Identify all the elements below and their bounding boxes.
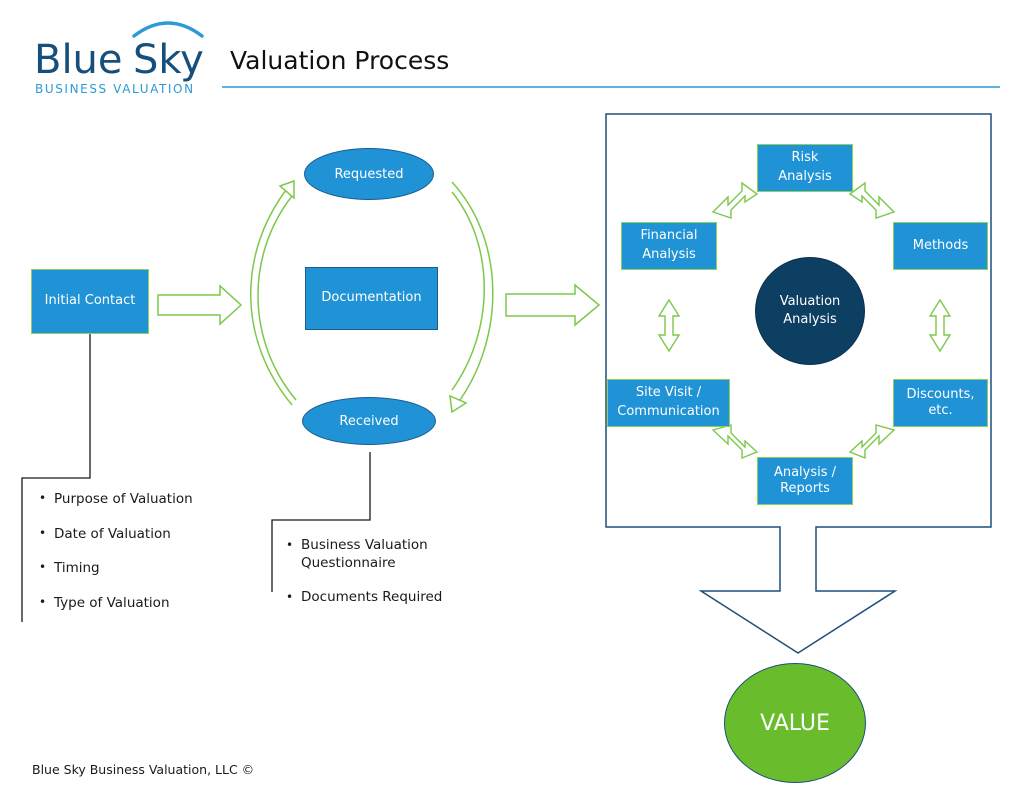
initial-contact-list: Purpose of Valuation Date of Valuation T… (39, 491, 254, 611)
curved-arrow-right-head (449, 394, 468, 414)
double-arrow-risk-methods (848, 181, 896, 219)
curved-arrow-left (250, 189, 293, 406)
received-ellipse: Received (302, 397, 436, 445)
initial-contact-label: Initial Contact (44, 293, 136, 309)
logo-word-sky: Sky (132, 37, 204, 83)
list-item: Type of Valuation (39, 595, 254, 611)
double-arrow-methods-discounts (928, 298, 952, 353)
methods-box: Methods (893, 222, 988, 270)
site-visit-box: Site Visit / Communication (607, 379, 730, 427)
bracket-initial-contact (21, 333, 91, 622)
double-arrow-financial-site (657, 298, 681, 353)
list-item: Business Valuation Questionnaire (286, 536, 501, 588)
logo-subtitle: BUSINESS VALUATION (35, 82, 195, 96)
valuation-analysis-circle: Valuation Analysis (755, 257, 865, 365)
arrow-initial-to-documentation (157, 284, 243, 326)
documentation-label: Documentation (321, 290, 422, 306)
logo: Blue Sky (34, 40, 204, 80)
arrow-documentation-to-frame (505, 283, 601, 327)
requested-label: Requested (334, 166, 404, 182)
value-circle: VALUE (724, 663, 866, 783)
value-label: VALUE (760, 710, 830, 736)
list-item: Purpose of Valuation (39, 491, 254, 526)
curved-arrow-right (451, 181, 494, 401)
double-arrow-financial-risk (711, 181, 759, 219)
bracket-received (271, 452, 371, 592)
analysis-reports-box: Analysis / Reports (757, 457, 853, 505)
initial-contact-box: Initial Contact (31, 269, 149, 334)
footer-copyright: Blue Sky Business Valuation, LLC © (32, 762, 255, 777)
list-item: Date of Valuation (39, 526, 254, 560)
logo-arc-icon (132, 21, 204, 38)
list-item: Documents Required (286, 588, 501, 606)
requested-ellipse: Requested (304, 148, 434, 200)
documentation-list: Business Valuation Questionnaire Documen… (286, 536, 501, 606)
received-label: Received (339, 413, 399, 429)
documentation-box: Documentation (305, 267, 438, 330)
curved-arrow-left-head (278, 179, 295, 200)
discounts-box: Discounts, etc. (893, 379, 988, 427)
page-title: Valuation Process (230, 46, 450, 75)
double-arrow-analysis-discounts (848, 424, 896, 460)
logo-word-blue: Blue (34, 37, 123, 83)
double-arrow-site-analysis (711, 424, 759, 460)
risk-analysis-box: Risk Analysis (757, 144, 853, 192)
financial-analysis-box: Financial Analysis (621, 222, 717, 270)
list-item: Timing (39, 560, 254, 595)
